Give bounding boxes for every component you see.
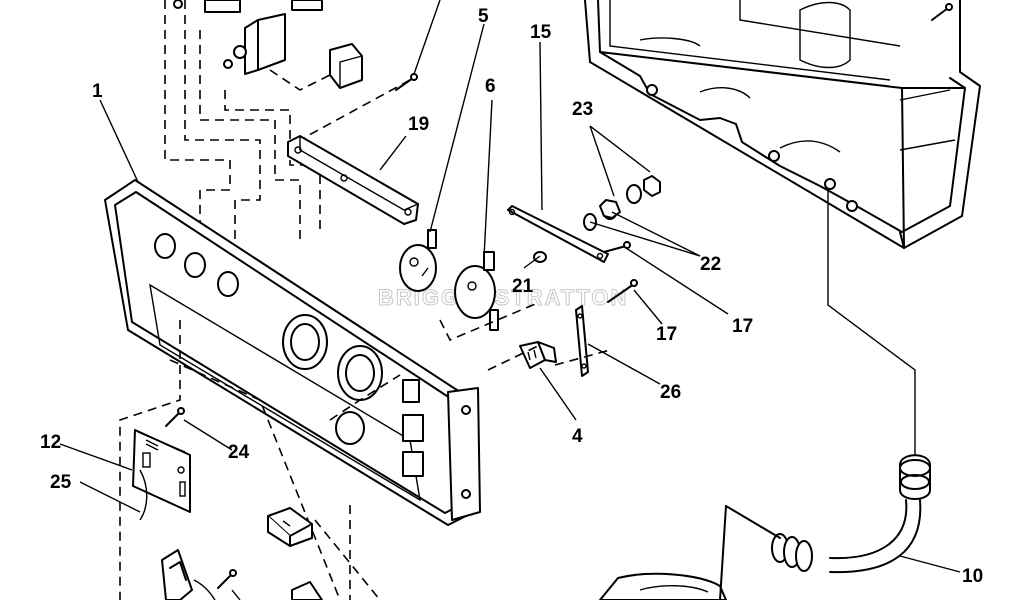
part-17-screws [603,241,638,303]
callout-1: 1 [92,81,103,102]
top-switch-components [173,0,363,89]
wiring-harness [164,0,411,260]
screw-top [395,73,418,91]
part-12-circuit-board [132,429,191,521]
routing-lines-middle [119,301,611,600]
housing-box [584,0,981,249]
part-21-screw [533,251,547,263]
part-15-strip [507,205,609,263]
bottom-cutoff-parts [291,572,727,600]
callout-21: 21 [512,276,534,297]
part-1-control-panel [104,179,481,526]
part-6-receptacle [454,251,499,331]
part-19-bracket [287,135,419,225]
leader-lines [59,0,961,573]
callout-10: 10 [962,566,983,587]
callout-24: 24 [228,442,250,463]
breaker-part [161,549,241,600]
callout-25: 25 [50,472,72,493]
callout-22: 22 [700,254,721,275]
callout-19: 19 [408,114,429,135]
callout-26: 26 [660,382,681,403]
callout-12: 12 [40,432,61,453]
callout-4: 4 [572,426,583,447]
part-24-screw [165,407,185,427]
part-5-receptacle [399,229,437,292]
callout-5: 5 [478,6,489,27]
callout-23: 23 [572,99,593,120]
callout-labels: 1 5 6 15 19 23 22 21 17 17 26 4 24 12 25… [40,6,983,587]
part-26-plate [575,305,589,377]
part-4-outlet [519,341,557,369]
callout-17a: 17 [656,324,677,345]
callout-17b: 17 [732,316,753,337]
small-socket-part [267,507,313,547]
part-10-cable [719,190,931,600]
part-22-23-hardware [583,175,661,231]
callout-15: 15 [530,22,552,43]
callout-6: 6 [485,76,496,97]
